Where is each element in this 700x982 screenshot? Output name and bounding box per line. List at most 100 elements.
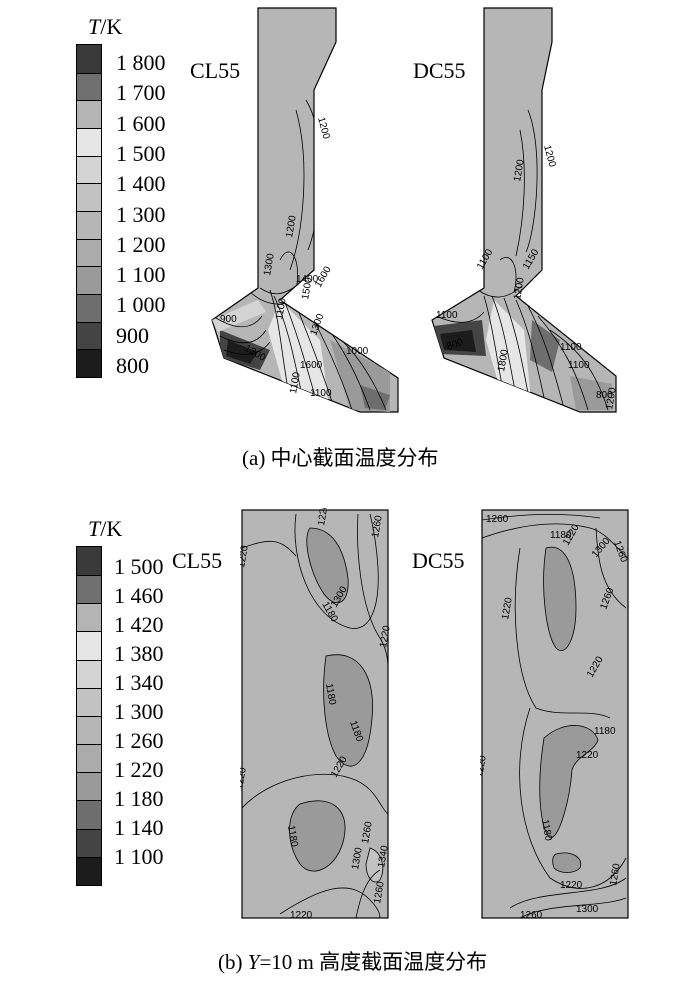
svg-text:1300: 1300: [350, 846, 365, 870]
legend-tick-label: 1 380: [114, 641, 164, 666]
legend-tick-label: 1 460: [114, 583, 164, 608]
model-label-dc55-a: DC55: [413, 58, 466, 83]
caption-a: (a) 中心截面温度分布: [242, 446, 439, 470]
svg-text:1600: 1600: [300, 360, 323, 371]
legend-tick-label: 1 600: [116, 110, 166, 136]
svg-text:1220: 1220: [576, 750, 599, 761]
svg-text:1600: 1600: [313, 264, 334, 289]
legend-color-segment: [77, 127, 101, 156]
legend-color-segment: [77, 603, 101, 632]
legend-b-colorbar: [76, 546, 102, 886]
legend-tick-label: 1 420: [114, 612, 164, 637]
svg-text:1100: 1100: [568, 360, 590, 371]
legend-color-segment: [77, 266, 101, 294]
svg-text:1300: 1300: [576, 904, 599, 915]
svg-text:1180: 1180: [594, 726, 616, 737]
legend-tick-label: 1 340: [114, 670, 164, 695]
legend-color-segment: [77, 631, 101, 660]
legend-tick-label: 1 800: [116, 50, 166, 75]
svg-text:1100: 1100: [560, 342, 582, 353]
svg-text:1220: 1220: [378, 624, 392, 648]
svg-text:1180: 1180: [539, 819, 554, 843]
svg-text:1180: 1180: [550, 530, 572, 541]
svg-text:1200: 1200: [315, 116, 331, 141]
contour-plot-cl55-center: 1200 1200 1300 1400 1600 1500 1100 900 1…: [211, 7, 399, 413]
legend-color-segment: [77, 45, 101, 73]
legend-color-segment: [77, 575, 101, 604]
svg-text:1260: 1260: [486, 514, 509, 525]
legend-color-segment: [77, 238, 101, 267]
legend-tick-label: 1 100: [116, 262, 166, 288]
svg-text:1100: 1100: [436, 310, 458, 321]
svg-text:1220: 1220: [290, 910, 313, 921]
legend-b-title: T/K: [88, 516, 123, 541]
panel-b-height-section: T/K 1 500 1 460 1 420 1 380 1 340 1 300 1 260 1…: [0, 500, 700, 982]
svg-text:1300: 1300: [262, 252, 277, 276]
svg-text:1220: 1220: [240, 766, 249, 790]
legend-color-segment: [77, 659, 101, 688]
svg-text:1200: 1200: [604, 386, 619, 410]
legend-color-segment: [77, 547, 101, 576]
model-label-dc55-b: DC55: [412, 548, 465, 573]
legend-color-segment: [77, 687, 101, 716]
svg-text:1220: 1220: [240, 544, 251, 568]
contour-plot-dc55-height: 1260 1180 1220 1300 1260 1220 1260 1220 …: [480, 509, 629, 921]
svg-text:1100: 1100: [310, 388, 332, 399]
svg-text:1260: 1260: [608, 862, 623, 886]
legend-a-title: T/K: [88, 14, 123, 39]
svg-text:1260: 1260: [372, 880, 387, 904]
legend-tick-label: 800: [116, 353, 149, 378]
legend-tick-label: 1 300: [116, 201, 166, 227]
svg-text:1260: 1260: [370, 514, 385, 538]
legend-color-segment: [77, 744, 101, 773]
legend-tick-label: 1 500: [116, 140, 166, 166]
legend-color-segment: [77, 828, 101, 857]
svg-text:1260: 1260: [360, 820, 375, 844]
legend-color-segment: [77, 155, 101, 184]
svg-text:1200: 1200: [284, 214, 299, 238]
legend-tick-label: 1 180: [114, 786, 164, 811]
svg-text:1220: 1220: [316, 508, 331, 527]
legend-tick-label: 1 260: [114, 728, 164, 753]
legend-tick-label: 1 100: [114, 844, 164, 869]
contour-plot-cl55-height: 1220 1220 1180 1300 1220 1260 1180 1180 …: [240, 508, 392, 921]
legend-color-segment: [77, 800, 101, 829]
legend-a-colorbar: [76, 44, 102, 378]
svg-text:1100: 1100: [288, 371, 303, 395]
legend-color-segment: [77, 715, 101, 745]
legend-tick-label: 1 500: [114, 554, 164, 579]
legend-color-segment: [77, 100, 101, 128]
legend-color-segment: [77, 772, 101, 801]
model-label-cl55-b: CL55: [172, 548, 223, 573]
legend-color-segment: [77, 293, 101, 322]
svg-text:800: 800: [596, 390, 613, 401]
svg-text:1100: 1100: [274, 297, 289, 321]
svg-text:900: 900: [220, 314, 237, 325]
legend-tick-label: 900: [116, 322, 149, 348]
svg-text:1220: 1220: [560, 880, 583, 891]
svg-text:1340: 1340: [376, 844, 391, 868]
svg-text:1220: 1220: [480, 754, 489, 778]
legend-color-segment: [77, 210, 101, 239]
legend-color-segment: [77, 183, 101, 211]
legend-tick-label: 1 140: [114, 815, 164, 840]
legend-tick-label: 1 220: [114, 757, 164, 782]
legend-tick-label: 1 300: [114, 699, 164, 724]
svg-text:1180: 1180: [285, 825, 300, 849]
svg-text:1200: 1200: [541, 144, 557, 169]
caption-b: (b) Y=10 m 高度截面温度分布: [218, 950, 488, 974]
svg-text:1000: 1000: [346, 346, 369, 357]
svg-text:1200: 1200: [512, 158, 527, 182]
svg-text:1400: 1400: [296, 274, 319, 285]
svg-text:1500: 1500: [300, 276, 315, 300]
svg-text:1260: 1260: [520, 910, 543, 921]
contour-plot-dc55-center: 1200 1200 1100 1150 1200 1100 1800 800 1…: [431, 7, 619, 413]
legend-color-segment: [77, 349, 101, 377]
svg-text:1220: 1220: [500, 596, 515, 620]
svg-text:1180: 1180: [323, 683, 338, 707]
svg-text:1200: 1200: [512, 276, 527, 300]
legend-tick-label: 1 700: [116, 80, 166, 106]
legend-tick-label: 1 400: [116, 171, 166, 197]
legend-color-segment: [77, 856, 101, 885]
